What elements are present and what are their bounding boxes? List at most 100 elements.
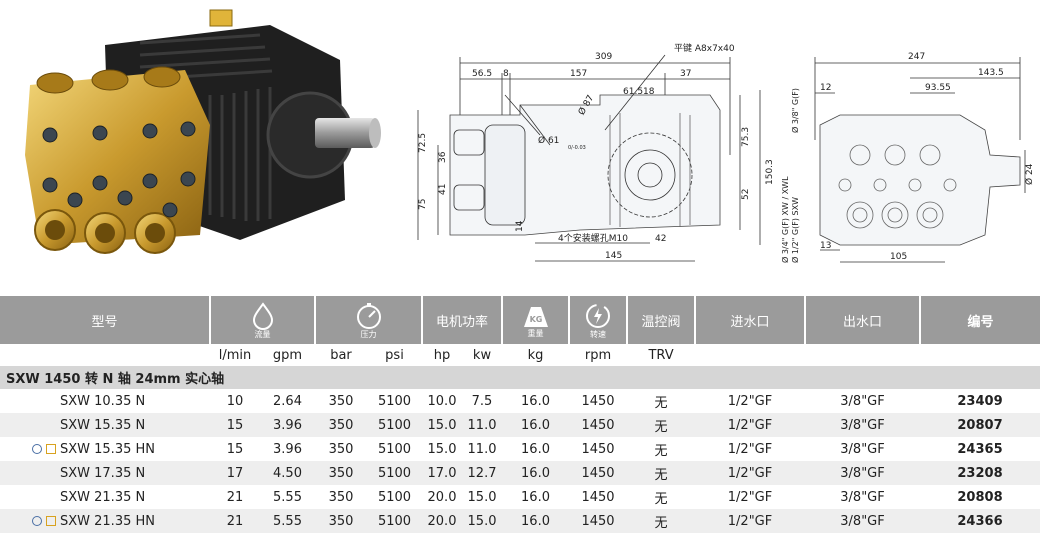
group-row: SXW 1450 转 N 轴 24mm 实心轴	[0, 366, 1040, 389]
rpm-cell: 1450	[581, 441, 615, 457]
power-kw-cell: 15.0	[467, 489, 497, 505]
power-hp-cell: 10.0	[427, 393, 457, 409]
dim-75: 75	[418, 199, 428, 210]
dim-d61: Ø 61	[538, 135, 559, 146]
gauge-icon	[356, 302, 381, 329]
header-speed-label: 转速	[590, 329, 607, 339]
flow-gpm-cell: 3.96	[273, 441, 302, 457]
trv-cell: 无	[627, 461, 696, 485]
pressure-bar-cell: 350	[328, 393, 354, 409]
power-kw-cell: 11.0	[462, 413, 503, 437]
dim-56-5: 56.5	[472, 69, 492, 79]
unit-gpm: gpm	[260, 344, 315, 366]
pressure-bar-cell: 350	[328, 489, 354, 505]
weight-cell: 16.0	[502, 461, 570, 485]
header-pressure-label: 压力	[360, 329, 377, 339]
water-drop-icon	[252, 301, 273, 330]
header-code: 编号	[920, 296, 1040, 344]
weight-cell: 16.0	[502, 413, 570, 437]
variant-markers	[32, 444, 56, 454]
header-pressure: 压力	[315, 296, 423, 344]
rpm-cell: 1450	[569, 509, 628, 533]
flow-lmin-cell: 17	[210, 461, 260, 485]
model-cell: SXW 21.35 N	[60, 489, 146, 505]
flow-gpm-cell: 3.96	[260, 413, 315, 437]
dim-d24: Ø 24	[1024, 163, 1035, 185]
inlet-cell: 1/2"GF	[727, 393, 773, 409]
code-cell: 20807	[920, 413, 1040, 437]
flow-gpm-cell: 5.55	[260, 509, 315, 533]
dim-14: 14	[515, 220, 525, 232]
dim-37: 37	[680, 69, 691, 79]
header-inlet: 进水口	[695, 296, 807, 344]
pressure-psi-cell: 5100	[377, 441, 412, 457]
circle-marker-icon	[32, 444, 42, 454]
header-row: 型号 流量 压力 电机功率 KG 重量	[0, 296, 1040, 344]
table-row: SXW 17.35 N 17 4.50 350 5100 17.0 12.7 1…	[0, 461, 1040, 485]
pressure-psi-cell: 5100	[367, 413, 422, 437]
power-hp-cell: 20.0	[422, 509, 462, 533]
header-weight: KG 重量	[502, 296, 571, 344]
dim-13: 13	[820, 241, 831, 251]
dim-36: 36	[438, 151, 448, 163]
dim-309: 309	[595, 52, 612, 62]
outlet-cell: 3/8"GF	[840, 393, 885, 409]
code-cell: 23409	[957, 393, 1003, 409]
dim-41: 41	[438, 184, 448, 195]
flow-gpm-cell: 4.50	[260, 461, 315, 485]
outlet-cell: 3/8"GF	[805, 413, 921, 437]
model-cell: SXW 21.35 HN	[0, 509, 210, 533]
table-row: SXW 15.35 N 15 3.96 350 5100 15.0 11.0 1…	[0, 413, 1040, 437]
weight-cell: 16.0	[521, 489, 550, 505]
inlet-cell: 1/2"GF	[727, 489, 773, 505]
header-trv: 温控阀	[627, 296, 697, 344]
model-label: SXW 15.35 HN	[60, 441, 155, 457]
weight-icon: KG	[523, 306, 548, 327]
outlet-cell: 3/8"GF	[805, 461, 921, 485]
square-marker-icon	[46, 516, 56, 526]
key-label: 平键 A8x7x40	[674, 42, 735, 54]
pump-photo	[25, 9, 381, 254]
power-hp-cell: 20.0	[427, 489, 457, 505]
model-cell: SXW 15.35 HN	[0, 437, 210, 461]
header-model: 型号	[0, 296, 211, 344]
speed-icon	[586, 303, 611, 328]
dim-150-3: 150.3	[765, 159, 775, 185]
model-cell: SXW 10.35 N	[60, 393, 146, 409]
flow-lmin-cell: 15	[226, 441, 244, 457]
pressure-bar-cell: 350	[328, 441, 354, 457]
unit-psi: psi	[367, 344, 422, 366]
power-hp-cell: 17.0	[422, 461, 462, 485]
trv-cell: 无	[627, 509, 696, 533]
mount-holes-label: 4个安装螺孔M10	[558, 232, 628, 244]
front-view-drawing: 247 143.5 93.55 12 13 105 Ø 24 Ø 3/8" G(…	[780, 52, 1035, 263]
power-hp-cell: 15.0	[427, 441, 457, 457]
inlet-cell: 1/2"GF	[695, 461, 806, 485]
unit-rpm: rpm	[569, 344, 628, 366]
pressure-psi-cell: 5100	[377, 489, 412, 505]
inlet-cell: 1/2"GF	[727, 441, 773, 457]
dim-8: 8	[503, 69, 509, 79]
dim-105: 105	[890, 252, 907, 262]
dim-52: 52	[741, 189, 751, 200]
pressure-bar-cell: 350	[315, 461, 367, 485]
circle-marker-icon	[32, 516, 42, 526]
dim-93-55: 93.55	[925, 83, 951, 93]
trv-cell: 无	[654, 443, 668, 459]
pressure-bar-cell: 350	[315, 413, 367, 437]
pressure-bar-cell: 350	[315, 509, 367, 533]
flow-gpm-cell: 2.64	[273, 393, 302, 409]
inlet-spec: Ø 3/4" G(F) XW / XWL	[780, 176, 790, 263]
outlet-cell: 3/8"GF	[840, 489, 885, 505]
table-row: SXW 21.35 HN 21 5.55 350 5100 20.0 15.0 …	[0, 509, 1040, 533]
rpm-cell: 1450	[569, 413, 628, 437]
model-label: SXW 21.35 HN	[60, 513, 155, 529]
code-cell: 24366	[920, 509, 1040, 533]
trv-cell: 无	[654, 395, 668, 411]
rpm-cell: 1450	[581, 489, 615, 505]
unit-lmin: l/min	[210, 344, 260, 366]
group-title: SXW 1450 转 N 轴 24mm 实心轴	[0, 366, 1040, 389]
spec-table: 型号 流量 压力 电机功率 KG 重量	[0, 296, 1040, 533]
dim-72-5: 72.5	[418, 133, 428, 153]
square-marker-icon	[46, 444, 56, 454]
